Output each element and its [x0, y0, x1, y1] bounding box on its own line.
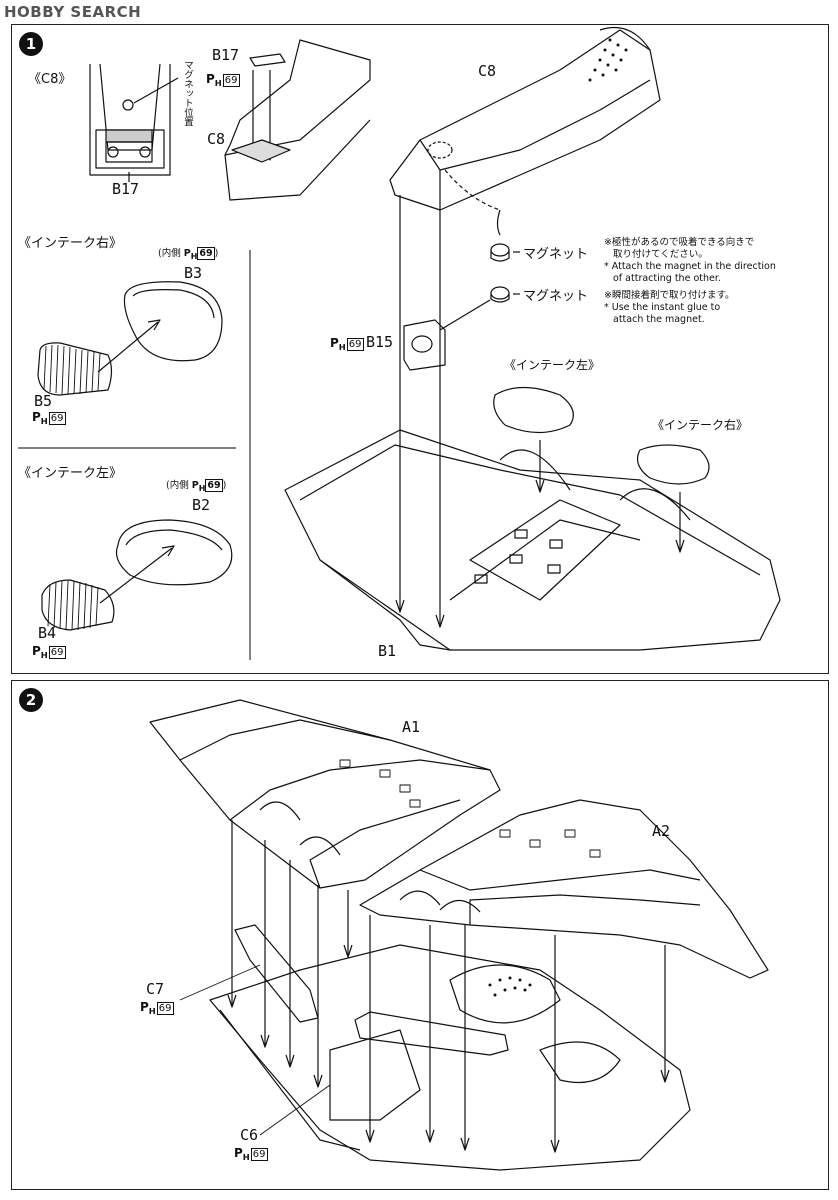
intake-right-heading: 《インテーク右》 — [18, 236, 123, 251]
intake-right-tag: 《インテーク右》 — [652, 418, 749, 432]
b2-label: B2 — [192, 496, 211, 514]
step-2-frame — [11, 680, 829, 1190]
watermark: HOBBY SEARCH — [4, 3, 142, 21]
b17-label: B17 — [112, 180, 140, 198]
c8-left-label: C8 — [207, 130, 226, 148]
step-1-frame — [11, 24, 829, 674]
magnet-label-1: マグネット — [523, 247, 589, 262]
b15-label: B15 — [366, 333, 394, 351]
magnet-label-2: マグネット — [523, 289, 589, 304]
b5-label: B5 — [34, 392, 53, 410]
intake-left-heading: 《インテーク左》 — [18, 466, 123, 481]
c8-section-label: 《C8》 — [28, 72, 72, 87]
b3-label: B3 — [184, 264, 203, 282]
b1-label: B1 — [378, 642, 397, 660]
step-2-number: 2 — [19, 688, 43, 712]
c7-label: C7 — [146, 980, 165, 998]
step-1-number: 1 — [19, 32, 43, 56]
intake-left-tag: 《インテーク左》 — [504, 358, 601, 372]
magnet-note-2: ※瞬間接着剤で取り付けます。 * Use the instant glue to… — [604, 290, 735, 325]
a1-label: A1 — [402, 718, 421, 736]
c6-label: C6 — [240, 1126, 259, 1144]
c8-main-label: C8 — [478, 62, 497, 80]
magnet-position-note: マグネット位置 — [182, 60, 193, 127]
a2-label: A2 — [652, 822, 671, 840]
b17-top-label: B17 — [212, 46, 240, 64]
b4-label: B4 — [38, 624, 57, 642]
magnet-note-1: ※極性があるので吸着できる向きで 取り付けてください。 * Attach the… — [604, 237, 776, 284]
